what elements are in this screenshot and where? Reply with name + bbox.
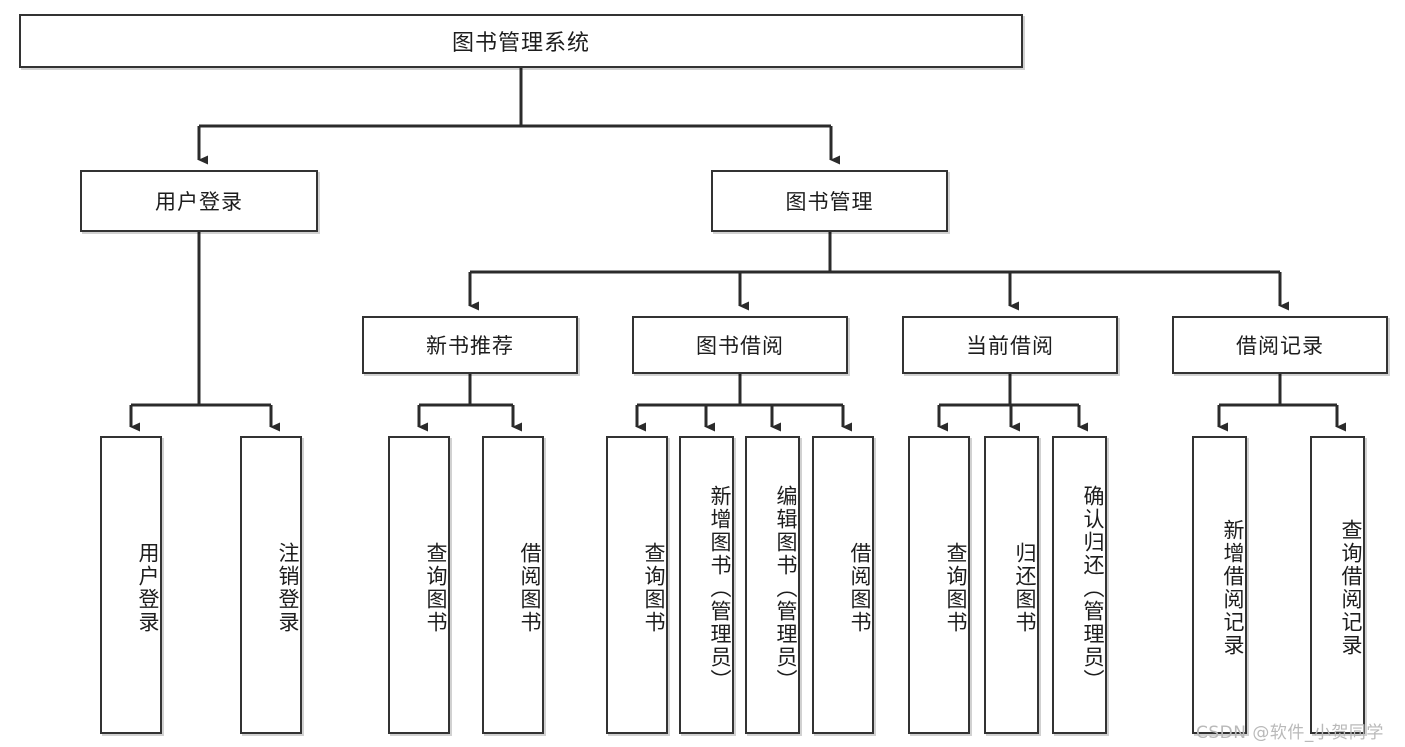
node-leaf-return-book[interactable]: 归还图书 — [984, 436, 1039, 734]
node-leaf-edit-book[interactable]: 编辑图书（管理员） — [745, 436, 800, 734]
node-label: 查询图书 — [944, 542, 968, 634]
node-label: 图书借阅 — [696, 334, 784, 358]
node-book-borrow[interactable]: 图书借阅 — [632, 316, 848, 374]
csdn-watermark: CSDN @软件_小贺同学 — [1196, 723, 1384, 743]
node-label: 新书推荐 — [426, 334, 514, 358]
node-label: 编辑图书（管理员） — [774, 484, 798, 692]
node-label: 图书管理 — [785, 190, 874, 214]
node-leaf-borrow-book-1[interactable]: 借阅图书 — [482, 436, 544, 734]
node-leaf-logout[interactable]: 注销登录 — [240, 436, 302, 734]
node-leaf-query-book-2[interactable]: 查询图书 — [606, 436, 668, 734]
node-current-borrow[interactable]: 当前借阅 — [902, 316, 1118, 374]
node-leaf-query-borrow-record[interactable]: 查询借阅记录 — [1310, 436, 1365, 734]
node-label: 新增借阅记录 — [1221, 519, 1245, 657]
node-label: 查询图书 — [424, 542, 448, 634]
node-label: 当前借阅 — [966, 334, 1054, 358]
node-leaf-query-book-1[interactable]: 查询图书 — [388, 436, 450, 734]
node-label: 注销登录 — [276, 542, 300, 634]
node-leaf-add-borrow-record[interactable]: 新增借阅记录 — [1192, 436, 1247, 734]
node-label: 借阅记录 — [1236, 334, 1324, 358]
node-label: 图书管理系统 — [451, 31, 590, 56]
node-label: 用户登录 — [155, 190, 243, 214]
node-label: 用户登录 — [136, 542, 160, 634]
node-label: 借阅图书 — [518, 542, 542, 634]
node-book-manage[interactable]: 图书管理 — [711, 170, 948, 232]
node-leaf-confirm-return[interactable]: 确认归还（管理员） — [1052, 436, 1107, 734]
node-root[interactable]: 图书管理系统 — [19, 14, 1023, 68]
node-new-book-recommend[interactable]: 新书推荐 — [362, 316, 578, 374]
node-leaf-query-book-3[interactable]: 查询图书 — [908, 436, 970, 734]
node-label: 查询图书 — [642, 542, 666, 634]
node-leaf-add-book[interactable]: 新增图书（管理员） — [679, 436, 734, 734]
node-label: 新增图书（管理员） — [708, 484, 732, 692]
node-label: 确认归还（管理员） — [1081, 484, 1105, 692]
node-leaf-user-login[interactable]: 用户登录 — [100, 436, 162, 734]
node-user-login[interactable]: 用户登录 — [80, 170, 318, 232]
node-borrow-record[interactable]: 借阅记录 — [1172, 316, 1388, 374]
node-label: 归还图书 — [1013, 542, 1037, 634]
node-label: 借阅图书 — [848, 542, 872, 634]
node-leaf-borrow-book-2[interactable]: 借阅图书 — [812, 436, 874, 734]
node-label: 查询借阅记录 — [1339, 519, 1363, 657]
